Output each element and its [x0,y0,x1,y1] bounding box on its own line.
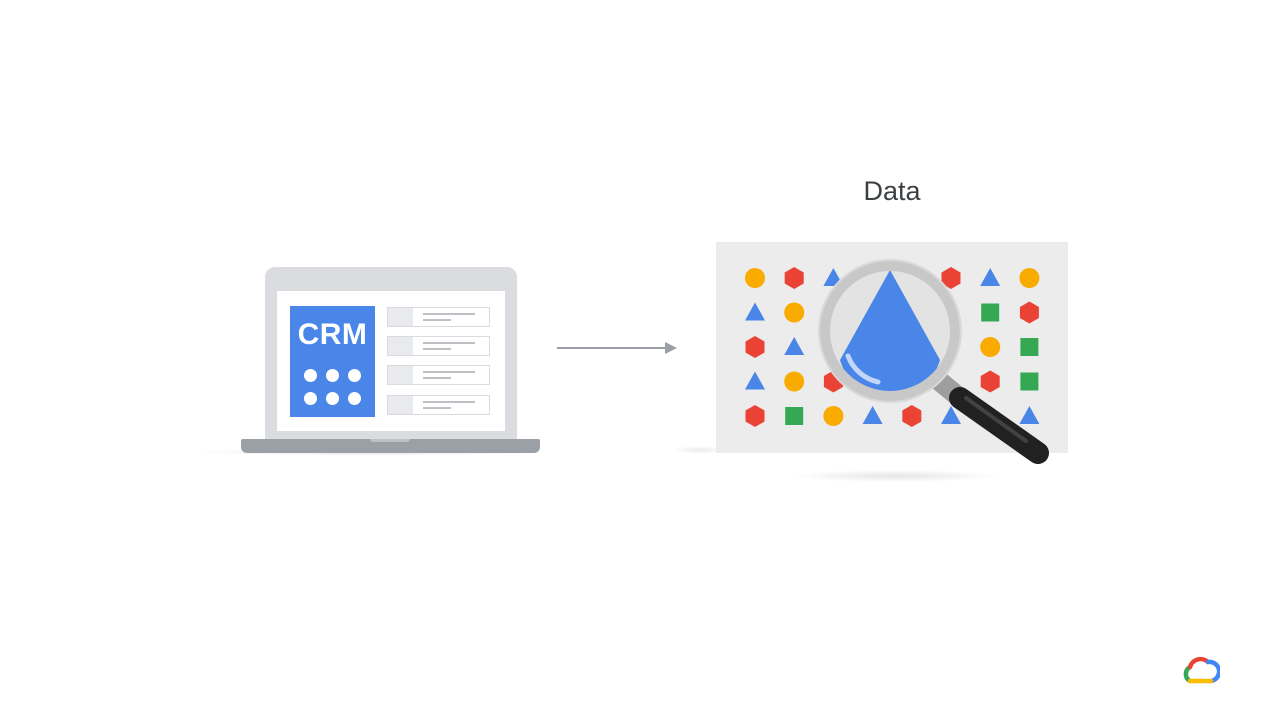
crm-record-row [387,365,490,385]
hexagon-red-shape [745,336,765,358]
circle-yellow-shape [1019,268,1040,288]
triangle-blue-shape [784,337,805,355]
magnifying-glass-icon [818,259,1049,464]
circle-yellow-shape [784,302,805,323]
square-green-shape [981,303,1000,322]
square-green-shape [1020,338,1039,356]
crm-dot-icon [348,392,361,405]
flow-arrow-line [557,347,667,349]
droplet-icon [840,270,940,396]
crm-record-row [387,336,490,356]
google-cloud-icon [1183,656,1220,684]
square-green-shape [1020,372,1039,391]
crm-dot-icon [326,369,339,382]
crm-dot-icon [304,369,317,382]
hexagon-red-shape [784,267,804,289]
square-green-shape [785,407,804,425]
hexagon-red-shape [745,405,765,427]
laptop-base [241,439,540,453]
triangle-blue-shape [1019,406,1040,424]
circle-yellow-shape [784,371,805,392]
crm-dot-icon [304,392,317,405]
triangle-blue-shape [941,406,961,424]
magnifier-handle [930,371,1049,464]
circle-yellow-shape [823,406,844,426]
data-panel-shadow [670,446,730,454]
laptop-notch [370,439,410,442]
crm-dot-icon [348,369,361,382]
data-title: Data [863,176,921,206]
crm-record-row [387,307,490,327]
crm-label: CRM [297,318,368,351]
arrow-right-icon [665,342,677,354]
hexagon-red-shape [902,405,922,427]
crm-dot-icon [326,392,339,405]
triangle-blue-shape [745,302,765,321]
circle-yellow-shape [980,337,1001,357]
triangle-blue-shape [745,371,765,390]
hexagon-red-shape [1019,301,1039,324]
data-panel-shadow [790,470,1000,482]
hexagon-red-shape [941,267,961,289]
triangle-blue-shape [980,268,1001,286]
triangle-blue-shape [862,406,883,424]
magnifier-rim [820,261,960,401]
data-shapes-grid [745,267,1040,427]
hexagon-red-shape [980,370,1000,393]
circle-yellow-shape [745,268,765,288]
crm-record-row [387,395,490,415]
